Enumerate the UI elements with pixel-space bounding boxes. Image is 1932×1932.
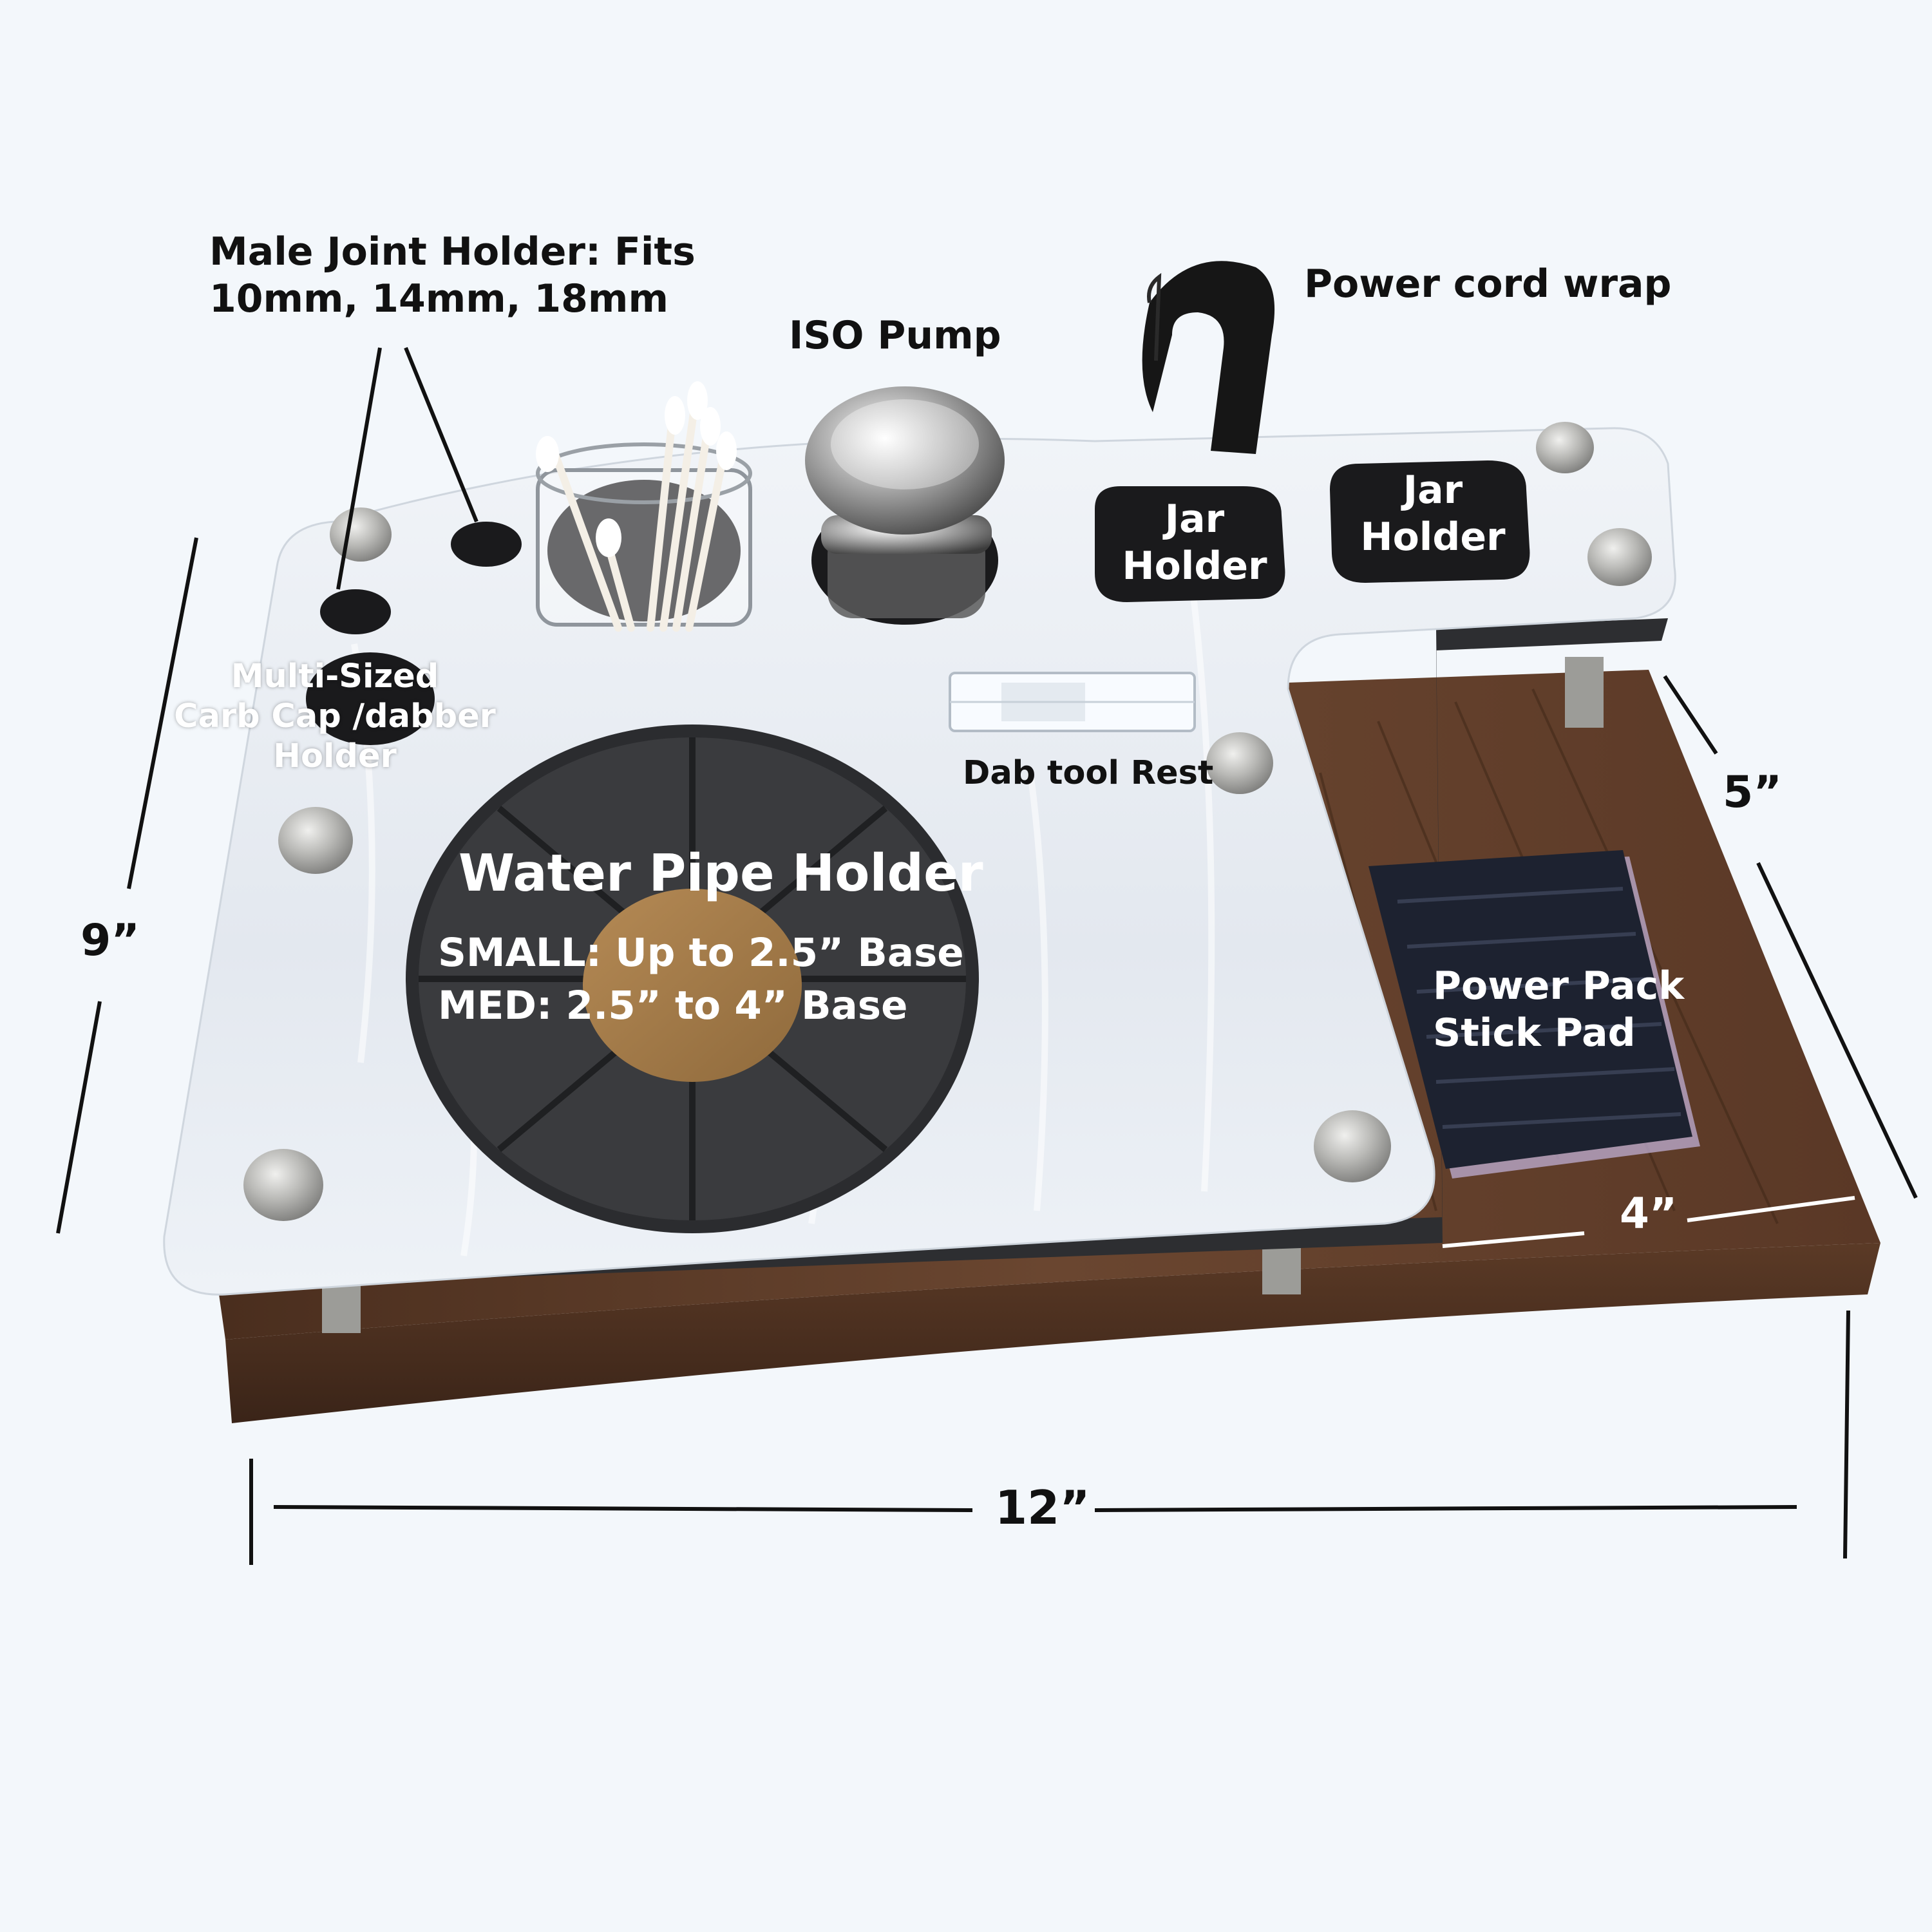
standoff-cap [243, 1149, 323, 1221]
power-pack-line2: Stick Pad [1433, 1010, 1636, 1056]
cork-center [583, 889, 802, 1082]
standoff-cap [1587, 528, 1652, 586]
water-pipe-holder-hole [406, 724, 979, 1233]
water-pipe-small-size: SMALL: Up to 2.5” Base [438, 930, 964, 976]
standoff-cap [1536, 422, 1594, 473]
standoff-cap [278, 807, 353, 874]
width-dim-line-left [273, 1505, 973, 1512]
depth-dimension-label: 5” [1723, 767, 1783, 818]
height-dim-line-upper [127, 537, 198, 889]
jar-holder-hole-2 [1330, 460, 1530, 583]
width-dimension-label: 12” [995, 1481, 1090, 1535]
pad-dim-line-left [1442, 1231, 1585, 1248]
pad-width-dimension-label: 4” [1620, 1189, 1678, 1238]
male-joint-holder-line1: Male Joint Holder: Fits [209, 229, 696, 274]
jar-holder-2-line1: Jar [1403, 468, 1463, 513]
power-pack-pad-label: Power Pack Stick Pad [1433, 963, 1684, 1057]
jar-holder-label-2: Jar Holder [1346, 467, 1520, 561]
jar-holder-label-1: Jar Holder [1111, 496, 1278, 590]
width-dim-tick-right [1843, 1310, 1850, 1559]
dimension-lines [56, 537, 1918, 1565]
callout-lines [336, 346, 478, 590]
male-joint-holder-line2: 10mm, 14mm, 18mm [209, 276, 668, 322]
carb-cap-hole [306, 652, 435, 745]
steel-caps [243, 422, 1652, 1221]
jar-holder-1-line1: Jar [1164, 497, 1225, 542]
iso-pump-label: ISO Pump [789, 313, 1001, 358]
joint-pointer-line [404, 346, 478, 523]
walnut-base-side [225, 1243, 1880, 1423]
joint-hole-medium [451, 522, 522, 567]
height-dim-line-lower [56, 1001, 102, 1234]
jar-holder-2-line2: Holder [1360, 515, 1506, 560]
power-cord-wrap-strap [1142, 261, 1275, 454]
power-pack-stick-pad [1368, 850, 1700, 1179]
water-pipe-med-size: MED: 2.5” to 4” Base [438, 983, 908, 1028]
water-pipe-holder-title: Water Pipe Holder [459, 844, 983, 903]
jar-holder-hole-1 [1095, 486, 1285, 602]
pad-width-dim-lines [1442, 1196, 1855, 1248]
standoff-cap [1314, 1110, 1391, 1182]
pad-dim-line-right [1687, 1196, 1855, 1222]
standoff-cap [330, 507, 392, 562]
dab-tool-rest [949, 672, 1196, 732]
height-dimension-label: 9” [80, 915, 140, 966]
power-pack-line1: Power Pack [1433, 963, 1685, 1009]
carb-cap-holder-label: Multi-Sized Carb Cap /dabber Holder [174, 657, 496, 777]
power-cord-wrap-label: Power cord wrap [1304, 261, 1672, 307]
width-dim-line-right [1094, 1505, 1797, 1512]
joint-hole-small [320, 589, 391, 634]
iso-pump [805, 386, 1005, 625]
carb-cap-line1: Multi-Sized [231, 658, 439, 696]
carb-cap-line3: Holder [273, 737, 397, 776]
standoff-cap [1206, 732, 1273, 794]
carb-cap-line2: Carb Cap /dabber [174, 697, 496, 736]
jar-holder-1-line2: Holder [1122, 544, 1267, 589]
male-joint-holder-label: Male Joint Holder: Fits 10mm, 14mm, 18mm [209, 229, 696, 323]
standoff [1565, 657, 1604, 728]
swab-cup [536, 381, 752, 632]
depth-dim-line-upper [1663, 675, 1718, 755]
joint-pointer-line [336, 347, 382, 590]
depth-dim-line-lower [1756, 862, 1918, 1199]
dab-tool-rest-label: Dab tool Rest [963, 754, 1214, 792]
